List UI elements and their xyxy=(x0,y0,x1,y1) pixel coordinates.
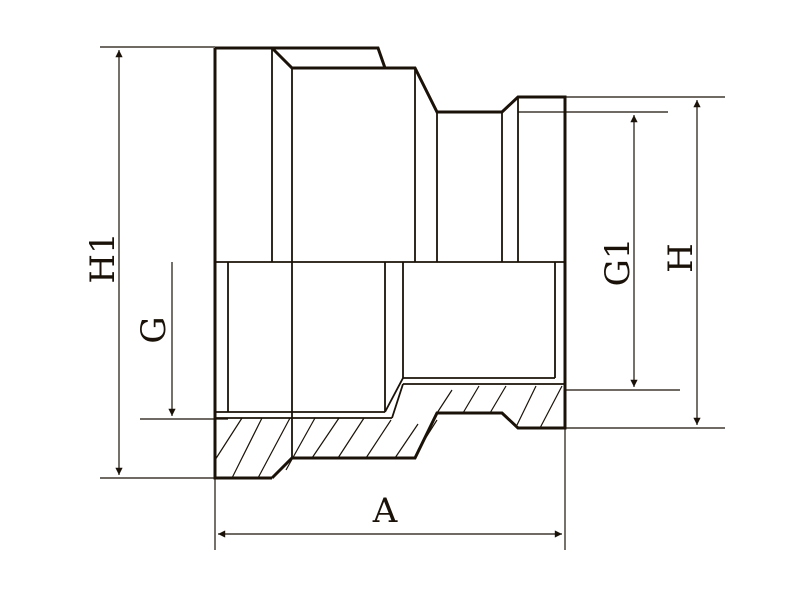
label-h1: H1 xyxy=(83,232,123,283)
top-hex-profile xyxy=(272,46,387,69)
dimension-h: H xyxy=(565,96,725,429)
dimension-h1: H1 xyxy=(83,46,215,479)
section-hatching xyxy=(214,385,563,479)
label-g: G xyxy=(134,316,174,343)
label-h: H xyxy=(661,243,701,273)
label-a: A xyxy=(372,491,398,531)
label-g1: G1 xyxy=(598,238,638,287)
dimension-g: G xyxy=(134,262,228,420)
fitting-outline xyxy=(213,46,567,480)
dimension-a: A xyxy=(214,428,566,550)
dimension-g1: G1 xyxy=(518,111,680,391)
left-flange xyxy=(213,48,272,480)
internal-lines xyxy=(215,48,565,458)
